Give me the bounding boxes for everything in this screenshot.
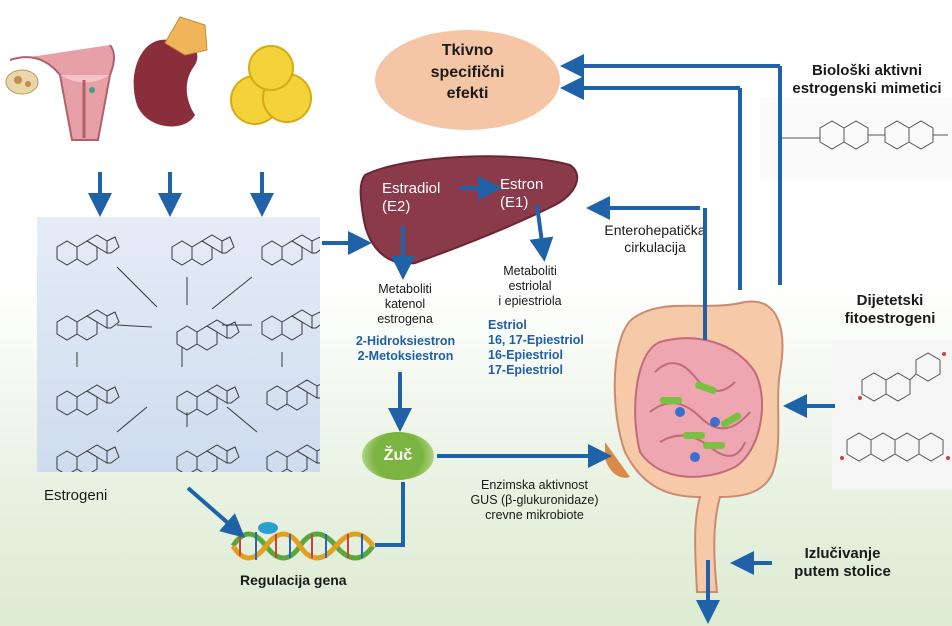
diet-label: Dijetetski fitoestrogeni (830, 292, 950, 328)
catechol-line3: estrogena (377, 312, 433, 326)
tissue-line1: Tkivno (441, 42, 494, 59)
uterus-ovary-icon (0, 20, 120, 150)
dna-helix-icon (228, 520, 378, 572)
arrow-estriol (529, 204, 554, 262)
excretion-line2: putem stolice (794, 563, 891, 580)
fat-cells-icon (225, 40, 320, 130)
catechol-item1: 2-Hidroksiestron (355, 334, 456, 348)
estron-label: Estron (E1) (500, 176, 543, 212)
bile-oval (362, 432, 434, 480)
mimetic-structure-box (760, 98, 952, 180)
tissue-effects-label: Tkivno specifični efekti (405, 40, 530, 105)
estradiol-label: Estradiol (E2) (382, 180, 440, 216)
tissue-line2: specifični (430, 63, 505, 81)
enterohepatic-line1: Enterohepatička (604, 222, 706, 238)
catechol-items: 2-Hidroksiestron 2-Metoksiestron (348, 334, 463, 364)
liver-icon (345, 155, 585, 265)
enzyme-line2: GUS (β-glukuronidaze) (470, 493, 599, 507)
enzyme-activity-label: Enzimska aktivnost GUS (β-glukuronidaze)… (447, 478, 622, 523)
estriol-line2: estriolal (508, 279, 552, 293)
estriol-item-1: 16, 17-Epiestriol (488, 333, 584, 347)
estrogen-structures-panel (37, 217, 330, 476)
estriol-line3: i epiestriola (498, 294, 562, 308)
mimetics-line1: Biološki aktivni (811, 62, 923, 79)
catechol-line2: katenol (384, 297, 426, 311)
estron-code: (E1) (500, 194, 529, 211)
enterohepatic-label: Enterohepatička cirkulacija (585, 222, 725, 256)
bile-label: Žuč (383, 447, 413, 464)
intestine-icon (604, 292, 790, 597)
catechol-item2: 2-Metoksiestron (357, 349, 454, 363)
mimetics-line2: estrogenski mimetici (792, 80, 942, 97)
tissue-effects-oval (375, 30, 560, 130)
estradiol-name: Estradiol (382, 180, 441, 197)
catechol-metabolites-label: Metaboliti katenol estrogena (355, 282, 455, 327)
estriol-item-2: 16-Epiestriol (488, 348, 564, 362)
excretion-label: Izlučivanje putem stolice (775, 545, 910, 581)
estriol-line1: Metaboliti (503, 264, 557, 278)
gene-regulation-label: Regulacija gena (240, 572, 347, 588)
enterohepatic-line2: cirkulacija (624, 238, 686, 255)
estriol-metabolites-label: Metaboliti estriolal i epiestriola (480, 264, 580, 309)
phytoestrogen-structure-box (832, 340, 952, 490)
diet-line1: Dijetetski (856, 292, 924, 309)
estron-name: Estron (500, 176, 544, 193)
diet-line2: fitoestrogeni (844, 310, 936, 327)
line-bile-dna (375, 482, 405, 547)
estrogens-label: Estrogeni (44, 487, 108, 504)
estriol-item-3: 17-Epiestriol (488, 363, 564, 377)
estradiol-code: (E2) (382, 198, 411, 215)
arrow-panel-dna (186, 486, 246, 538)
kidney-adrenal-icon (125, 15, 215, 135)
estriol-item-0: Estriol (488, 318, 527, 332)
estriol-items: Estriol 16, 17-Epiestriol 16-Epiestriol … (488, 318, 584, 378)
enzyme-line3: crevne mikrobiote (485, 508, 584, 522)
catechol-line1: Metaboliti (378, 282, 432, 296)
excretion-line1: Izlučivanje (804, 545, 881, 562)
mimetics-label: Biološki aktivni estrogenski mimetici (782, 62, 952, 98)
enzyme-line1: Enzimska aktivnost (481, 478, 588, 492)
tissue-line3: efekti (446, 85, 489, 103)
